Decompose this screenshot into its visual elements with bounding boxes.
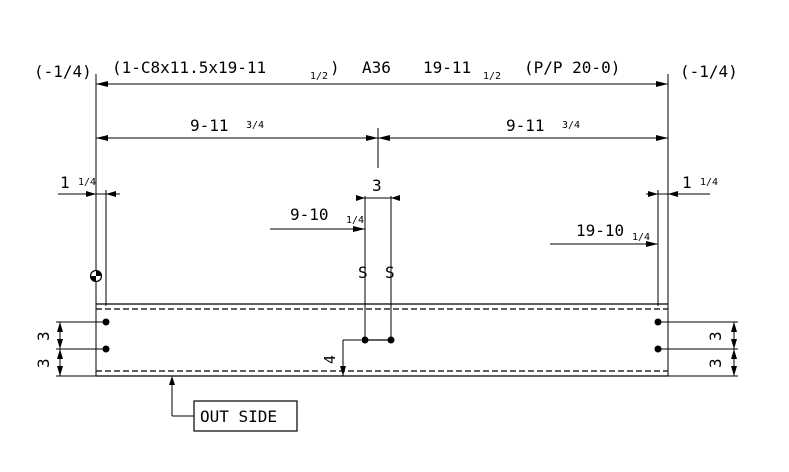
- slot-mark-1: S: [358, 263, 368, 282]
- pp-length-label: (P/P 20-0): [524, 58, 620, 77]
- slot-location-label: 9-10: [290, 205, 329, 224]
- slot-height-dimension: 4: [321, 339, 361, 377]
- left-edge-dimension: 1 1/4: [58, 173, 120, 306]
- title-line: (-1/4) (1-C8x11.5x19-11 1/2 ) A36 19-11 …: [34, 58, 738, 82]
- right-edge-dimension: 1 1/4: [646, 173, 718, 306]
- left-offset-label: (-1/4): [34, 62, 92, 81]
- member-fraction: 1/2: [310, 71, 328, 82]
- outside-label: OUT SIDE: [200, 407, 277, 426]
- slot-mark-2: S: [385, 263, 395, 282]
- member-label: (1-C8x11.5x19-11: [112, 58, 266, 77]
- left-gauge-dimension: 3 3: [34, 321, 104, 377]
- length-fraction: 1/2: [483, 71, 501, 82]
- left-hole-bottom: [102, 345, 110, 353]
- grade-label: A36: [362, 58, 391, 77]
- right-holes-label: 19-10: [576, 221, 624, 240]
- half-left-label: 9-11: [190, 116, 229, 135]
- half-right-label: 9-11: [506, 116, 545, 135]
- center-gap-label: 3: [372, 176, 382, 195]
- right-hole-top: [654, 318, 662, 326]
- length-label: 19-11: [423, 58, 471, 77]
- work-point-icon: [89, 269, 103, 283]
- right-spacing-bottom-label: 3: [706, 358, 725, 368]
- right-offset-label: (-1/4): [680, 62, 738, 81]
- slot-location-dimension: 9-10 1/4: [270, 205, 365, 232]
- member-close: ): [330, 58, 340, 77]
- slot-height-label: 4: [321, 355, 339, 364]
- right-spacing-top-label: 3: [706, 331, 725, 341]
- channel-body: [96, 303, 668, 377]
- left-spacing-top-label: 3: [34, 331, 53, 341]
- right-edge-fraction: 1/4: [700, 177, 718, 188]
- left-hole-top: [102, 318, 110, 326]
- center-slot: [361, 336, 395, 344]
- right-gauge-dimension: 3 3: [660, 321, 738, 377]
- right-edge-label: 1: [682, 173, 692, 192]
- half-right-fraction: 3/4: [562, 120, 580, 131]
- slot-location-fraction: 1/4: [346, 215, 364, 226]
- right-hole-bottom: [654, 345, 662, 353]
- left-edge-fraction: 1/4: [78, 177, 96, 188]
- left-edge-label: 1: [60, 173, 70, 192]
- left-spacing-bottom-label: 3: [34, 358, 53, 368]
- outside-callout: OUT SIDE: [169, 376, 298, 432]
- right-holes-fraction: 1/4: [632, 232, 650, 243]
- overall-dimension: [96, 81, 668, 87]
- half-dimensions: 9-11 3/4 9-11 3/4: [96, 116, 668, 168]
- center-gap-dimension: 3: [356, 176, 400, 340]
- right-holes-dimension: 19-10 1/4: [550, 221, 658, 247]
- half-left-fraction: 3/4: [246, 120, 264, 131]
